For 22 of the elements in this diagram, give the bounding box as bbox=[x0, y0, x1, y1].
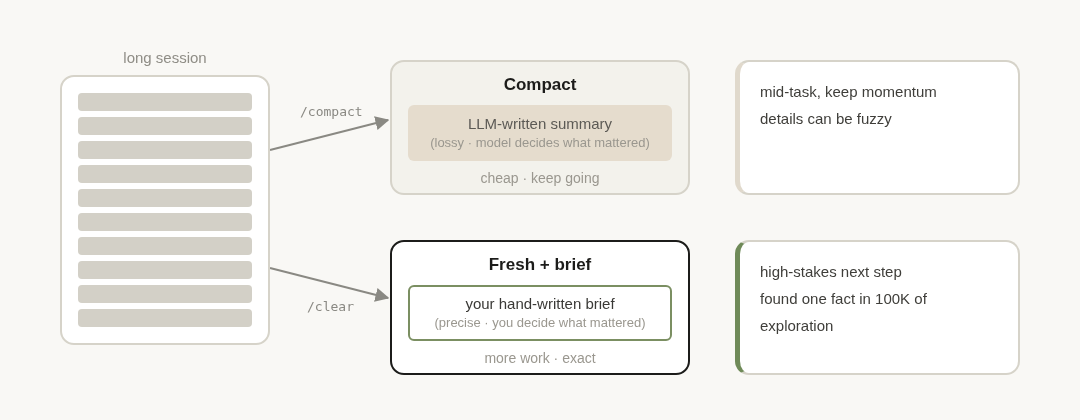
panel-heading: long session bbox=[123, 48, 207, 68]
summary-box bbox=[408, 285, 672, 341]
summary-box bbox=[408, 105, 672, 161]
card-footer: cheap · keep going bbox=[480, 169, 600, 187]
card-title: Compact bbox=[503, 74, 577, 96]
note-card bbox=[735, 240, 1020, 375]
arrow bbox=[269, 116, 390, 151]
arrow bbox=[269, 267, 390, 302]
option-card bbox=[390, 60, 690, 195]
card-footer: more work · exact bbox=[484, 349, 596, 367]
summary-note: (lossy · model decides what mattered) bbox=[430, 134, 650, 152]
card-title: Fresh + brief bbox=[488, 254, 592, 276]
summary-title: your hand-written brief bbox=[465, 294, 615, 314]
note-text: details can be fuzzy bbox=[760, 109, 893, 129]
note-text: found one fact in 100K of exploration bbox=[760, 289, 928, 336]
summary-note: (precise · you decide what mattered) bbox=[434, 314, 646, 332]
edge-label: /clear bbox=[305, 298, 356, 315]
note-text: mid-task, keep momentum bbox=[760, 82, 938, 102]
summary-title: LLM-written summary bbox=[467, 114, 613, 134]
note-text: high-stakes next step bbox=[760, 262, 903, 282]
option-card bbox=[390, 240, 690, 375]
note-card bbox=[735, 60, 1020, 195]
